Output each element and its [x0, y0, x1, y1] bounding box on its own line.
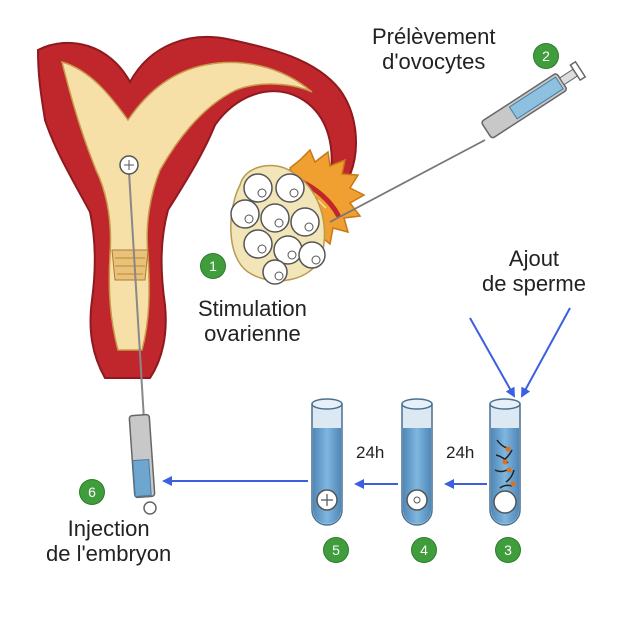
- test-tube-4: [401, 398, 433, 526]
- duration-24h-second: 24h: [356, 443, 385, 462]
- step-badge-5: 5: [324, 538, 348, 562]
- cervix-folds: [115, 257, 145, 275]
- oocyte-in-tube: [493, 490, 517, 514]
- step-badge-3: 3: [496, 538, 520, 562]
- step-badge-2: 2: [534, 44, 558, 68]
- uterus-illustration: [36, 36, 357, 379]
- duration-24h-first: 24h: [446, 443, 475, 462]
- cervix: [111, 249, 149, 281]
- process-arrows: [162, 307, 571, 489]
- step-badge-6: 6: [80, 480, 104, 504]
- test-tube-3: [489, 398, 521, 526]
- ovary-illustration: [230, 148, 366, 285]
- retrieval-syringe: [329, 60, 587, 223]
- fertilized-oocyte: [406, 489, 428, 511]
- step-badge-4: 4: [412, 538, 436, 562]
- step-badge-1: 1: [201, 254, 225, 278]
- oocyte-cluster: [230, 173, 326, 285]
- injection-catheter: [119, 155, 157, 515]
- test-tube-5: [311, 398, 343, 526]
